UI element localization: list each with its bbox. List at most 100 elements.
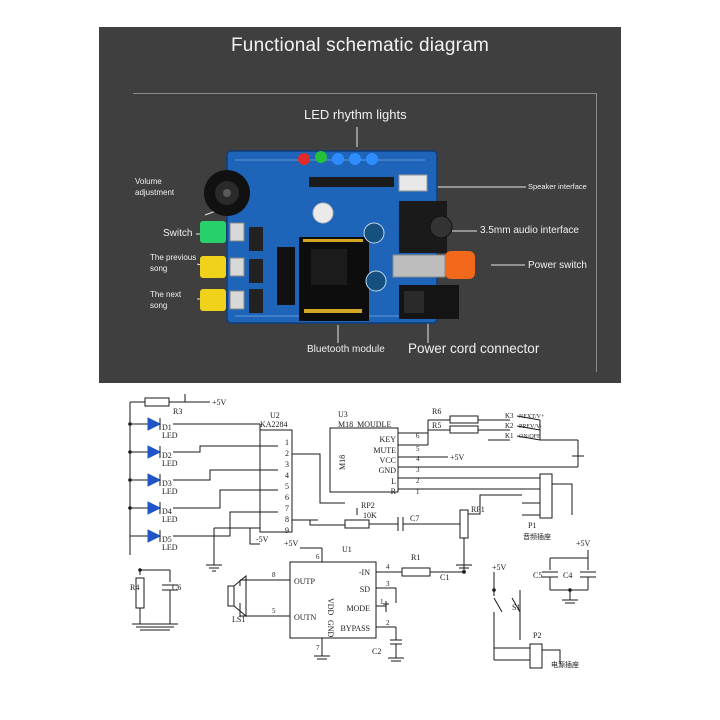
rp2-value: 10K bbox=[363, 511, 377, 520]
r1-label: R1 bbox=[411, 553, 420, 562]
r4-label: R4 bbox=[130, 583, 139, 592]
svg-text:2: 2 bbox=[416, 477, 420, 485]
label-audio-interface: 3.5mm audio interface bbox=[480, 225, 579, 236]
rail-label: +5V bbox=[212, 398, 227, 407]
label-speaker-interface: Speaker interface bbox=[528, 182, 587, 191]
led-icon bbox=[147, 417, 162, 431]
svg-text:LED: LED bbox=[162, 431, 178, 440]
r3-label: R3 bbox=[173, 407, 182, 416]
led-symbols bbox=[147, 417, 162, 543]
svg-text:8: 8 bbox=[285, 515, 289, 524]
svg-text:OUTP: OUTP bbox=[294, 577, 315, 586]
led-header bbox=[309, 177, 394, 187]
u1-vdd: VDD bbox=[326, 598, 335, 616]
u1-gnd: GND bbox=[326, 620, 335, 638]
label-power-cord-connector: Power cord connector bbox=[408, 341, 540, 356]
led-label: D2 bbox=[162, 451, 172, 460]
electrolytic-capacitor-icon bbox=[363, 222, 385, 244]
svg-text:MUTE: MUTE bbox=[373, 446, 396, 455]
svg-text:3: 3 bbox=[416, 466, 420, 474]
c6-label: C6 bbox=[172, 583, 181, 592]
svg-text:8: 8 bbox=[272, 571, 276, 579]
u3-body: M18 bbox=[338, 455, 347, 470]
power-switch-icon bbox=[445, 251, 475, 279]
led-label: D5 bbox=[162, 535, 172, 544]
rp2-label: RP2 bbox=[361, 501, 375, 510]
ls1-label: LS1 bbox=[232, 615, 245, 624]
next-button-icon bbox=[200, 289, 226, 311]
svg-text:LED: LED bbox=[162, 543, 178, 552]
rail-label: +5V bbox=[492, 563, 507, 572]
svg-text:1: 1 bbox=[416, 488, 420, 496]
label-led-rhythm-lights: LED rhythm lights bbox=[304, 107, 407, 122]
led-label: D3 bbox=[162, 479, 172, 488]
led-blue-icon bbox=[349, 153, 361, 165]
svg-text:6: 6 bbox=[285, 493, 289, 502]
ka2284-chip bbox=[277, 247, 295, 305]
svg-text:1: 1 bbox=[285, 438, 289, 447]
svg-text:K2: K2 bbox=[505, 422, 514, 430]
led-label: D1 bbox=[162, 423, 172, 432]
svg-text:PREV/V-: PREV/V- bbox=[519, 424, 542, 430]
p2-ref: P2 bbox=[533, 631, 541, 640]
r5-label: R5 bbox=[432, 421, 441, 430]
svg-text:5: 5 bbox=[416, 445, 420, 453]
svg-text:KEY: KEY bbox=[380, 435, 397, 444]
label-switch: Switch bbox=[163, 228, 193, 239]
s1-label: S1 bbox=[512, 603, 520, 612]
svg-text:GND: GND bbox=[379, 466, 397, 475]
svg-text:6: 6 bbox=[416, 432, 420, 440]
svg-text:7: 7 bbox=[316, 644, 320, 652]
product-photo-panel: Functional schematic diagram bbox=[99, 27, 621, 383]
svg-text:K3: K3 bbox=[505, 412, 514, 420]
c4-label: C4 bbox=[563, 571, 572, 580]
ground-symbols bbox=[132, 448, 584, 662]
c7-label: C7 bbox=[410, 514, 419, 523]
svg-text:9: 9 bbox=[285, 526, 289, 535]
label-volume: Volume adjustment bbox=[135, 177, 175, 197]
svg-text:BYPASS: BYPASS bbox=[340, 624, 370, 633]
svg-text:1: 1 bbox=[380, 598, 384, 606]
svg-text:4: 4 bbox=[416, 455, 420, 463]
rail-label: +5V bbox=[284, 539, 299, 548]
rail-label: -5V bbox=[256, 535, 269, 544]
u1-ref: U1 bbox=[342, 545, 352, 554]
svg-text:2: 2 bbox=[386, 619, 390, 627]
svg-text:-IN: -IN bbox=[359, 568, 370, 577]
capacitor-icon bbox=[312, 202, 334, 224]
svg-text:OUTN: OUTN bbox=[294, 613, 316, 622]
svg-text:3: 3 bbox=[285, 460, 289, 469]
label-bluetooth-module: Bluetooth module bbox=[307, 344, 385, 355]
led-blue-icon bbox=[366, 153, 378, 165]
svg-text:R: R bbox=[391, 487, 397, 496]
svg-text:LED: LED bbox=[162, 459, 178, 468]
svg-text:5: 5 bbox=[285, 482, 289, 491]
svg-text:3: 3 bbox=[386, 580, 390, 588]
label-previous-song: The previous song bbox=[150, 253, 197, 273]
led-label: D4 bbox=[162, 507, 172, 516]
svg-text:4: 4 bbox=[285, 471, 289, 480]
svg-text:LED: LED bbox=[162, 487, 178, 496]
rail-label: +5V bbox=[450, 453, 465, 462]
switch-button-icon bbox=[200, 221, 226, 243]
svg-text:MODE: MODE bbox=[346, 604, 370, 613]
svg-text:ON/OFF: ON/OFF bbox=[519, 434, 541, 440]
label-next-song: The next song bbox=[150, 290, 182, 310]
label-power-switch: Power switch bbox=[528, 260, 587, 271]
c2-label: C2 bbox=[372, 647, 381, 656]
svg-text:4: 4 bbox=[386, 563, 390, 571]
u2-ref: U2 bbox=[270, 411, 280, 420]
p1-label: 音频插座 bbox=[523, 532, 551, 541]
led-blue-icon bbox=[332, 153, 344, 165]
rp1-label: RP1 bbox=[471, 505, 485, 514]
led-icon bbox=[147, 501, 162, 515]
svg-text:7: 7 bbox=[285, 504, 289, 513]
previous-button-icon bbox=[200, 256, 226, 278]
c5-label: C5 bbox=[533, 571, 542, 580]
r6-label: R6 bbox=[432, 407, 441, 416]
p2-label: 电源插座 bbox=[551, 660, 579, 669]
c1-label: C1 bbox=[440, 573, 449, 582]
svg-text:LED: LED bbox=[162, 515, 178, 524]
svg-text:5: 5 bbox=[272, 607, 276, 615]
